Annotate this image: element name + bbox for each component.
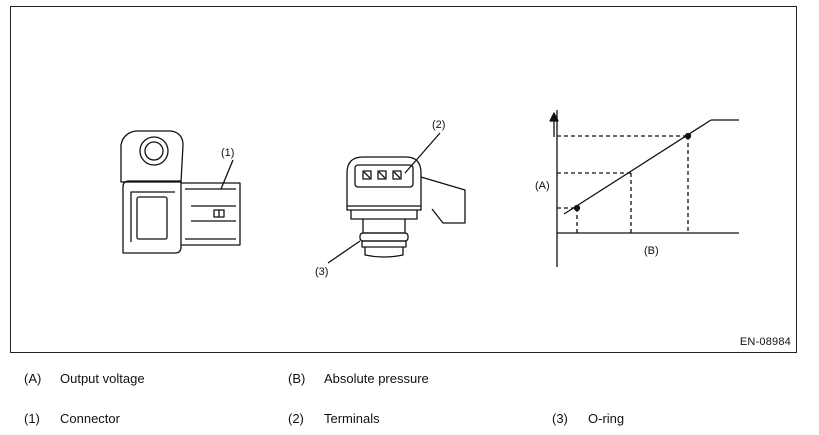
figure-frame: (1) (2) (3) (A) (B) EN-08984	[10, 6, 797, 353]
legend-item-b: (B) Absolute pressure	[288, 371, 429, 386]
sensor-side-view	[120, 130, 241, 254]
callout-terminals: (2)	[432, 119, 445, 131]
legend-label: Output voltage	[60, 371, 145, 386]
figure-illustration: (1) (2) (3) (A) (B)	[120, 110, 739, 278]
legend-key: (1)	[24, 411, 40, 426]
legend-label: Absolute pressure	[324, 371, 429, 386]
legend-key: (2)	[288, 411, 304, 426]
graph-x-label: (B)	[644, 245, 659, 257]
legend-key: (A)	[24, 371, 42, 386]
figure-id: EN-08984	[739, 336, 791, 348]
legend-item-2: (2) Terminals	[288, 411, 380, 426]
legend-item-a: (A) Output voltage	[24, 371, 145, 386]
legend-label: O-ring	[588, 411, 625, 426]
legend-item-1: (1) Connector	[24, 411, 120, 426]
callout-o-ring: (3)	[315, 266, 328, 278]
legend-key: (3)	[552, 411, 568, 426]
sensor-front-view	[327, 132, 466, 264]
legend-item-3: (3) O-ring	[552, 411, 624, 426]
characteristic-graph	[549, 110, 739, 267]
callout-connector: (1)	[221, 147, 234, 159]
graph-y-label: (A)	[535, 180, 550, 192]
legend-label: Connector	[60, 411, 120, 426]
legend-key: (B)	[288, 371, 306, 386]
legend-label: Terminals	[324, 411, 380, 426]
